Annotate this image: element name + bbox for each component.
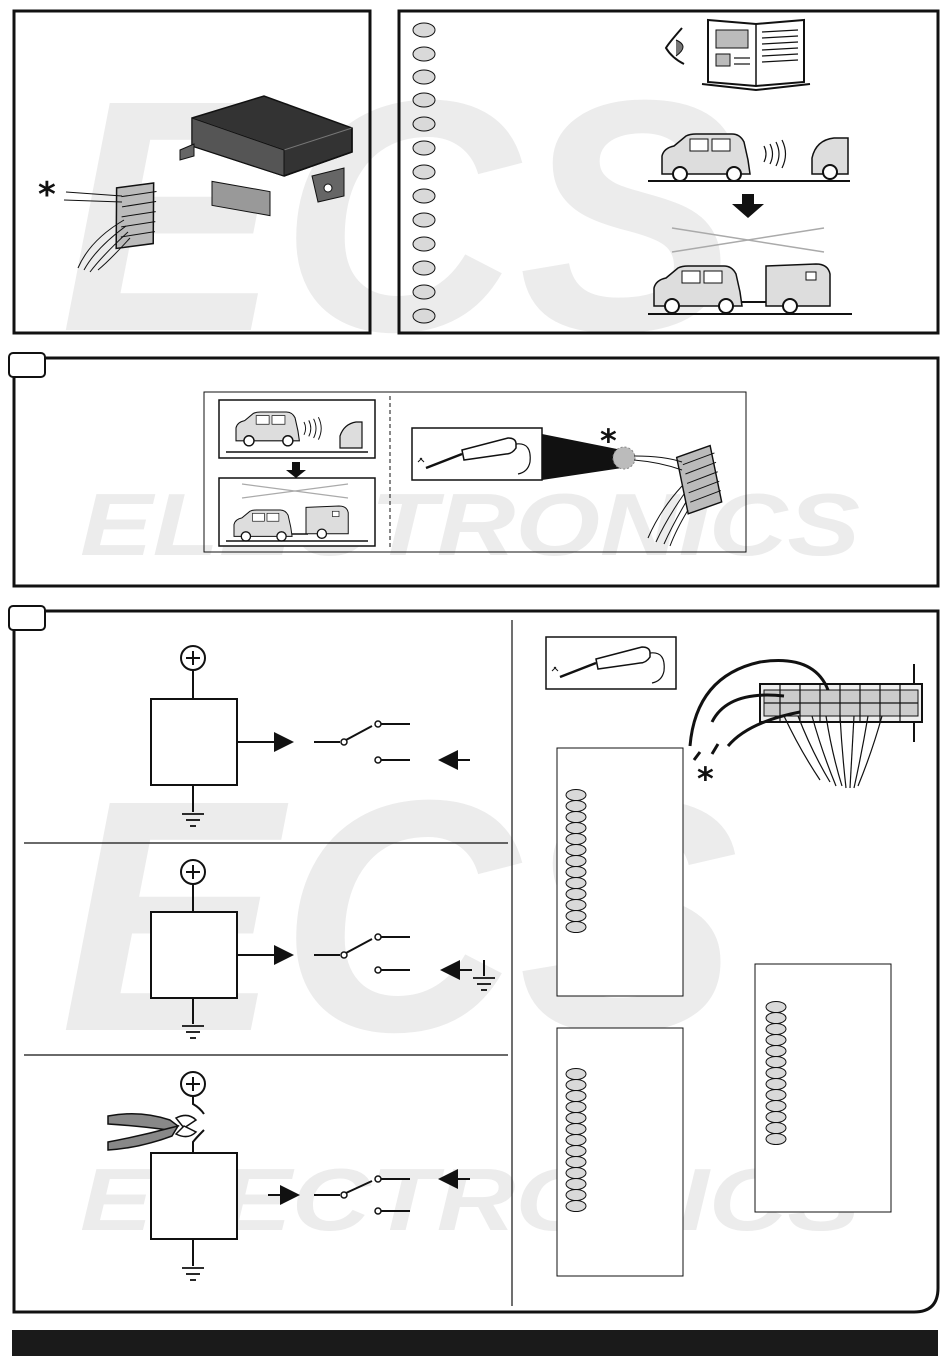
pin-list-c bbox=[755, 964, 891, 1212]
asterisk-marker: * bbox=[38, 175, 56, 215]
asterisk-marker: * bbox=[697, 760, 714, 798]
soldering-iron-icon bbox=[546, 637, 676, 689]
positive-supply-icon bbox=[181, 1072, 205, 1096]
positive-supply-icon bbox=[181, 646, 205, 670]
car-parking-sensor-icon bbox=[219, 400, 375, 458]
watermark: ECS ELECTRONICS ECS ELECTRONICS bbox=[60, 31, 860, 1249]
pin-list-a bbox=[557, 748, 683, 996]
footer-bar bbox=[12, 1330, 938, 1356]
car-with-caravan-icon bbox=[648, 264, 852, 314]
ground-icon bbox=[182, 1268, 204, 1280]
pin-list-b bbox=[557, 1028, 683, 1276]
asterisk-marker: * bbox=[600, 422, 617, 460]
pliers-icon bbox=[108, 1114, 196, 1150]
positive-supply-icon bbox=[181, 860, 205, 884]
module-block bbox=[151, 699, 237, 785]
section-2-tab bbox=[9, 606, 45, 630]
module-block bbox=[151, 912, 237, 998]
section-1-tab bbox=[9, 353, 45, 377]
car-with-caravan-icon bbox=[219, 478, 375, 546]
manual-book-icon bbox=[702, 20, 810, 90]
module-block bbox=[151, 1153, 237, 1239]
watermark-word-top: ELECTRONICS bbox=[80, 475, 860, 574]
